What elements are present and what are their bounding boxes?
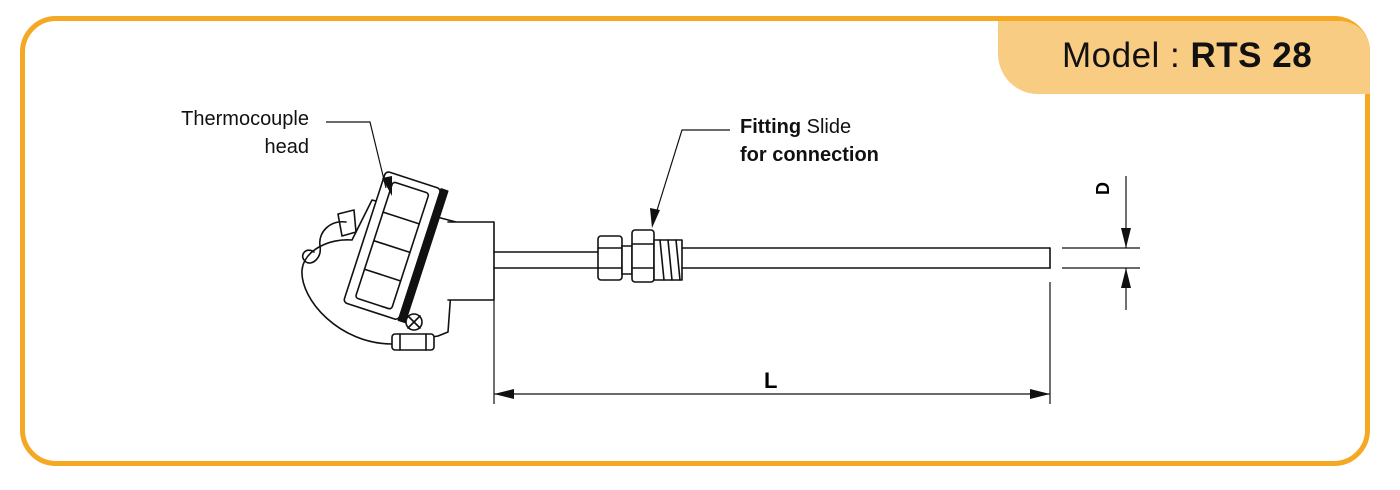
head-lid — [343, 171, 449, 324]
model-code: RTS 28 — [1190, 36, 1313, 75]
cable-gland — [391, 333, 435, 351]
fitting-label-bold: Fitting — [740, 116, 802, 138]
fitting-nut-left — [597, 235, 623, 281]
fitting-leader — [653, 129, 730, 221]
thermo-arrowhead — [382, 176, 392, 196]
dim-D-arrow-top — [1121, 228, 1131, 248]
model-tab: Model : RTS 28 — [998, 21, 1370, 94]
lid-chain — [301, 209, 357, 264]
fitting-label-rest: Slide — [801, 116, 852, 138]
fitting-nut-right — [631, 229, 655, 283]
fitting-collar — [621, 245, 633, 275]
model-title: Model : RTS 28 — [1062, 36, 1312, 76]
thermocouple-label-line1: Thermocouple — [181, 108, 309, 130]
thermo-leader — [326, 121, 387, 189]
fitting-label-line2: for connection — [740, 144, 879, 166]
dim-L-arrow-left — [494, 389, 514, 399]
frame-border — [20, 16, 1370, 466]
thermocouple-label-line2: head — [264, 136, 310, 158]
dim-L-arrow-right — [1030, 389, 1050, 399]
fitting-slide-label: Fitting Slide for connection — [740, 113, 879, 169]
head-neck — [447, 221, 495, 301]
model-prefix: Model : — [1062, 36, 1191, 75]
dim-D-arrow-bottom — [1121, 268, 1131, 288]
thermocouple-head-label: Thermocouple head — [144, 105, 309, 161]
fitting-arrowhead — [650, 208, 660, 228]
dimension-D-label: D — [1093, 182, 1113, 195]
dimension-L-label: L — [764, 368, 778, 393]
